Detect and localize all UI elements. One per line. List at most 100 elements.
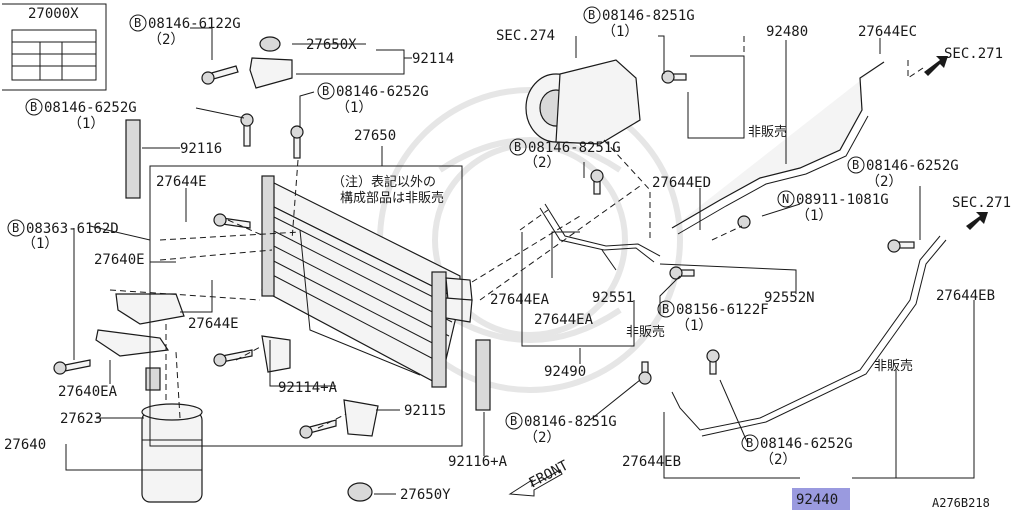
bolt-icon[interactable]	[240, 113, 254, 147]
bolt-icon[interactable]	[887, 239, 915, 253]
part-label-27644ed[interactable]: 27644ED	[652, 175, 711, 191]
svg-text:B: B	[30, 100, 37, 114]
pipe-92440[interactable]	[671, 235, 947, 437]
bolt-label[interactable]: B 08146-8251G （1）	[583, 6, 695, 40]
bolt-label[interactable]: B 08146-6252G （1）	[25, 98, 137, 132]
part-label-27644ea[interactable]: 27644EA	[490, 292, 550, 308]
front-direction-label: FRONT	[526, 457, 571, 491]
part-number: 08146-6252G	[44, 100, 137, 116]
bolt-label[interactable]: B 08146-6252G （2）	[741, 434, 853, 468]
part-label-92116[interactable]: 92116	[180, 141, 222, 157]
svg-text:B: B	[12, 221, 19, 235]
quantity: （2）	[760, 452, 796, 468]
part-number: 08146-8251G	[602, 8, 695, 24]
bolt-icon[interactable]	[299, 419, 337, 439]
part-label-27640ea[interactable]: 27640EA	[58, 384, 118, 400]
bracket-27640e[interactable]	[95, 293, 185, 357]
part-label-27000x[interactable]: 27000X	[28, 6, 79, 22]
part-label-27644eb[interactable]: 27644EB	[936, 288, 995, 304]
bolt-icon[interactable]	[669, 266, 695, 280]
bolt-icon[interactable]	[213, 349, 253, 367]
bracket-92115[interactable]	[343, 399, 379, 437]
not-sold-label: 非販売	[874, 358, 913, 374]
bolt-label[interactable]: B 08146-6122G （2）	[129, 14, 241, 48]
section-label-sec271[interactable]: SEC.271	[944, 46, 1003, 62]
bolt-icon[interactable]	[638, 361, 652, 385]
bolt-icon[interactable]	[290, 125, 304, 159]
pipe-92490[interactable]	[539, 203, 661, 263]
receiver-drier-27640[interactable]	[141, 403, 203, 503]
quantity: （2）	[524, 430, 560, 446]
part-label-27644ec[interactable]: 27644EC	[858, 24, 917, 40]
part-number: 08363-6162D	[26, 221, 119, 237]
svg-text:B: B	[588, 8, 595, 22]
part-label-27650y[interactable]: 27650Y	[400, 487, 451, 503]
part-label-27644eb[interactable]: 27644EB	[622, 454, 681, 470]
part-label-27640[interactable]: 27640	[4, 437, 46, 453]
part-number: 08146-8251G	[524, 414, 617, 430]
part-label-92116a[interactable]: 92116+A	[448, 454, 508, 470]
bolt-icon[interactable]	[590, 169, 604, 195]
part-label-92480[interactable]: 92480	[766, 24, 808, 40]
nut-icon[interactable]	[737, 215, 751, 229]
bolt-icon[interactable]	[661, 70, 687, 84]
compressor-sec274[interactable]	[525, 59, 641, 145]
part-label-27640e[interactable]: 27640E	[94, 252, 145, 268]
quantity: （1）	[68, 116, 104, 132]
seal-92116a[interactable]	[475, 339, 491, 411]
svg-text:B: B	[510, 414, 517, 428]
bolt-label[interactable]: B 08146-8251G （2）	[509, 138, 621, 171]
quantity: （1）	[676, 318, 712, 334]
bolt-icon[interactable]	[213, 213, 251, 229]
part-label-27644ea[interactable]: 27644EA	[534, 312, 594, 328]
bolt-icon[interactable]	[201, 65, 239, 85]
part-label-92115[interactable]: 92115	[404, 403, 446, 419]
part-label-92114[interactable]: 92114	[412, 51, 454, 67]
part-label-27623[interactable]: 27623	[60, 411, 102, 427]
part-number: 08146-6252G	[336, 84, 429, 100]
part-label-92440[interactable]: 92440	[796, 492, 838, 508]
label-card-27000x[interactable]	[2, 3, 107, 91]
bolt-label[interactable]: B 08146-6252G （2）	[847, 156, 959, 190]
svg-text:B: B	[662, 302, 669, 316]
grommet-27650y[interactable]	[347, 482, 373, 502]
hose-92480[interactable]	[671, 61, 885, 235]
quantity: （1）	[796, 208, 832, 224]
arrow-sec271-right	[966, 212, 988, 230]
part-number: 08146-6252G	[866, 158, 959, 174]
part-label-27650x[interactable]: 27650X	[306, 37, 357, 53]
part-label-27644e[interactable]: 27644E	[188, 316, 239, 332]
part-number: 08156-6122F	[676, 302, 769, 318]
dashed-lines	[109, 36, 927, 429]
nut-label[interactable]: N 08911-1081G （1）	[777, 190, 889, 224]
part-label-92551[interactable]: 92551	[592, 290, 634, 306]
svg-text:B: B	[746, 436, 753, 450]
highlight-box	[792, 488, 850, 510]
bracket-92114a[interactable]	[261, 335, 291, 373]
section-label-sec274[interactable]: SEC.274	[496, 28, 555, 44]
quantity: （2）	[866, 174, 902, 190]
part-label-27644e[interactable]: 27644E	[156, 174, 207, 190]
bolt-label[interactable]: B 08146-6252G （1）	[317, 82, 429, 116]
part-label-92114a[interactable]: 92114+A	[278, 380, 338, 396]
bolt-label[interactable]: B 08156-6122F （1）	[657, 300, 769, 334]
quantity: （2）	[524, 155, 560, 171]
part-number: 08146-6252G	[760, 436, 853, 452]
part-label-27650[interactable]: 27650	[354, 128, 396, 144]
section-label-sec271[interactable]: SEC.271	[952, 195, 1011, 211]
bolt-label[interactable]: B 08146-8251G （2）	[505, 412, 617, 446]
grommet-27650x[interactable]	[249, 36, 293, 89]
quantity: （1）	[602, 24, 638, 40]
arrow-sec271-top	[924, 56, 948, 76]
bolt-label[interactable]: B 08363-6162D （1）	[7, 219, 119, 252]
bolt-icon[interactable]	[706, 349, 720, 375]
bolt-icon[interactable]	[53, 359, 91, 375]
pressure-switch-27623[interactable]	[145, 367, 161, 391]
not-sold-label: 非販売	[748, 124, 787, 140]
seal-92116[interactable]	[125, 119, 141, 199]
part-label-92490[interactable]: 92490	[544, 364, 586, 380]
part-label-92552n[interactable]: 92552N	[764, 290, 815, 306]
part-number: 08911-1081G	[796, 192, 889, 208]
quantity: （2）	[148, 32, 184, 48]
condenser-27650[interactable]	[261, 175, 473, 388]
